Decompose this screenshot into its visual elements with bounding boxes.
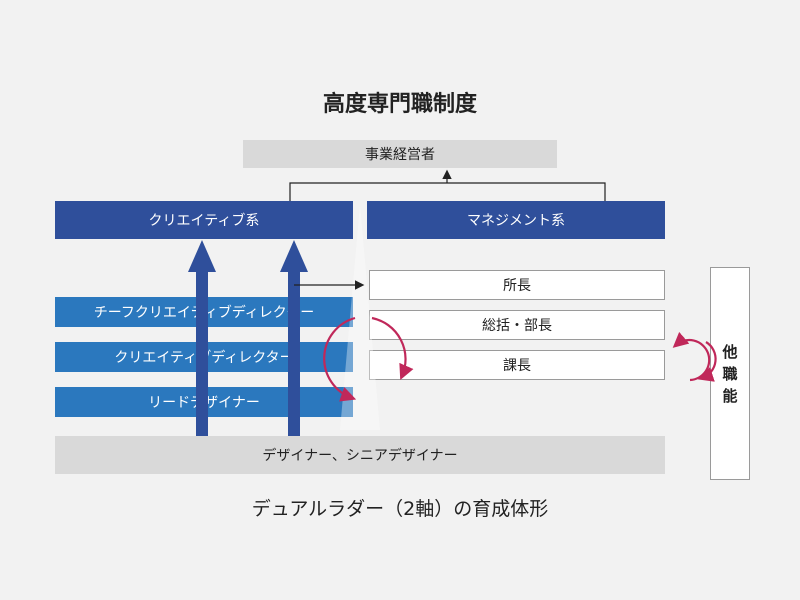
- center-watermark-shape: [340, 205, 380, 430]
- side-rotation-cycle-arrow: [697, 341, 717, 382]
- executive-box: 事業経営者: [243, 140, 557, 168]
- other-functions-char: 職: [722, 364, 738, 383]
- diagram-title: 高度専門職制度: [322, 92, 477, 117]
- connector-to-executive: [289, 182, 606, 201]
- rotation-cycle-arrow: [323, 316, 357, 402]
- rotation-cycle-arrow: [371, 316, 414, 381]
- management-level-director: 所長: [369, 270, 665, 300]
- career-up-arrow: [280, 240, 308, 436]
- management-level-section-chief: 課長: [369, 350, 665, 380]
- base-designer-box: デザイナー、シニアデザイナー: [55, 436, 665, 474]
- creative-track-header: クリエイティブ系: [55, 201, 353, 239]
- management-track-header: マネジメント系: [367, 201, 665, 239]
- career-up-arrow: [188, 240, 216, 436]
- other-functions-char: 能: [722, 386, 738, 405]
- diagram-subtitle: デュアルラダー（2軸）の育成体形: [251, 498, 549, 520]
- side-rotation-cycle-arrow: [672, 331, 711, 382]
- management-level-general-manager: 総括・部長: [369, 310, 665, 340]
- other-functions-char: 他: [722, 342, 738, 361]
- other-functions-box: 他 職 能: [710, 267, 750, 480]
